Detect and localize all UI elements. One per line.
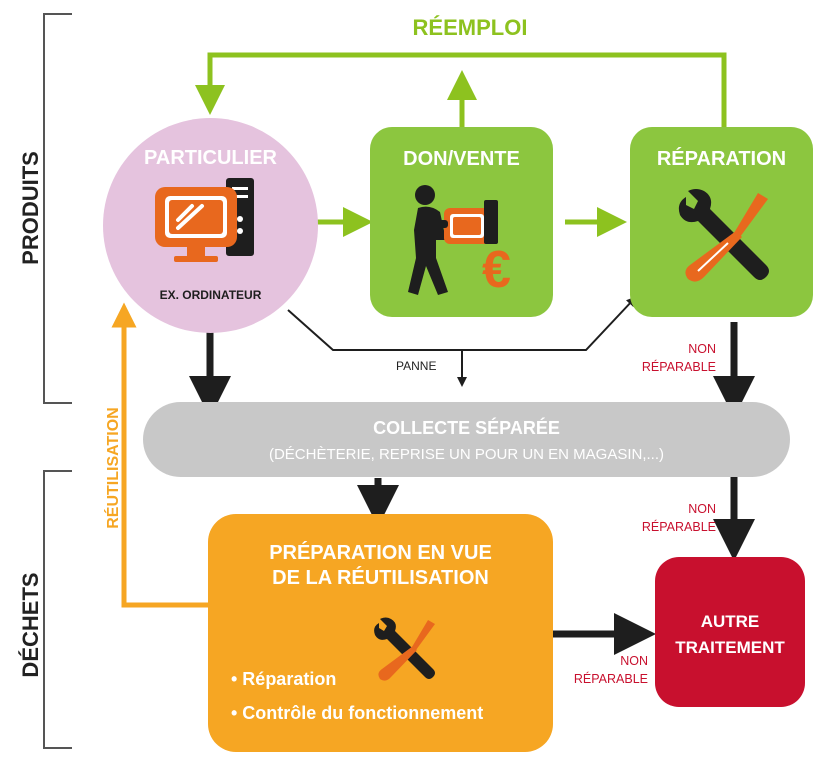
person-carrying-icon — [408, 185, 498, 295]
non-reparable-label-1: NON RÉPARABLE — [610, 340, 716, 376]
non-reparable-label-3: NON RÉPARABLE — [540, 652, 648, 688]
particulier-title: PARTICULIER — [144, 147, 277, 169]
autre-traitement-node — [655, 557, 805, 707]
bullet-controle: • Contrôle du fonctionnement — [231, 703, 484, 723]
autre-title-line1: AUTRE — [700, 612, 760, 631]
non-reparable-1-line1: NON — [688, 342, 716, 356]
euro-icon: € — [482, 241, 511, 299]
thick-arrows — [189, 318, 755, 655]
preparation-title-line2: DE LA RÉUTILISATION — [272, 567, 489, 589]
non-reparable-1-line2: RÉPARABLE — [641, 360, 716, 374]
bullet-reparation: • Réparation — [231, 669, 337, 689]
collecte-node — [143, 402, 790, 477]
collecte-subtitle: (DÉCHÈTERIE, REPRISE UN POUR UN EN MAGAS… — [268, 446, 665, 463]
non-reparable-label-2: NON RÉPARABLE — [610, 500, 716, 536]
preparation-title-line1: PRÉPARATION EN VUE — [269, 542, 492, 564]
panne-arrow — [287, 296, 637, 387]
don-vente-title: DON/VENTE — [403, 148, 520, 170]
non-reparable-2-line1: NON — [688, 502, 716, 516]
reemploi-label: RÉEMPLOI — [412, 15, 528, 40]
reutilisation-arrow — [111, 302, 208, 608]
reparation-title: RÉPARATION — [656, 148, 787, 170]
tools-icon — [678, 189, 769, 282]
non-reparable-3-line2: RÉPARABLE — [573, 672, 648, 686]
computer-icon — [155, 178, 254, 262]
non-reparable-3-line1: NON — [620, 654, 648, 668]
panne-label: PANNE — [396, 359, 437, 373]
tools-icon-small — [374, 617, 435, 681]
collecte-title: COLLECTE SÉPARÉE — [373, 418, 560, 438]
autre-title-line2: TRAITEMENT — [675, 638, 785, 657]
reutilisation-label: RÉUTILISATION — [105, 407, 122, 529]
non-reparable-2-line2: RÉPARABLE — [641, 520, 716, 534]
particulier-subtitle: EX. ORDINATEUR — [159, 288, 262, 302]
